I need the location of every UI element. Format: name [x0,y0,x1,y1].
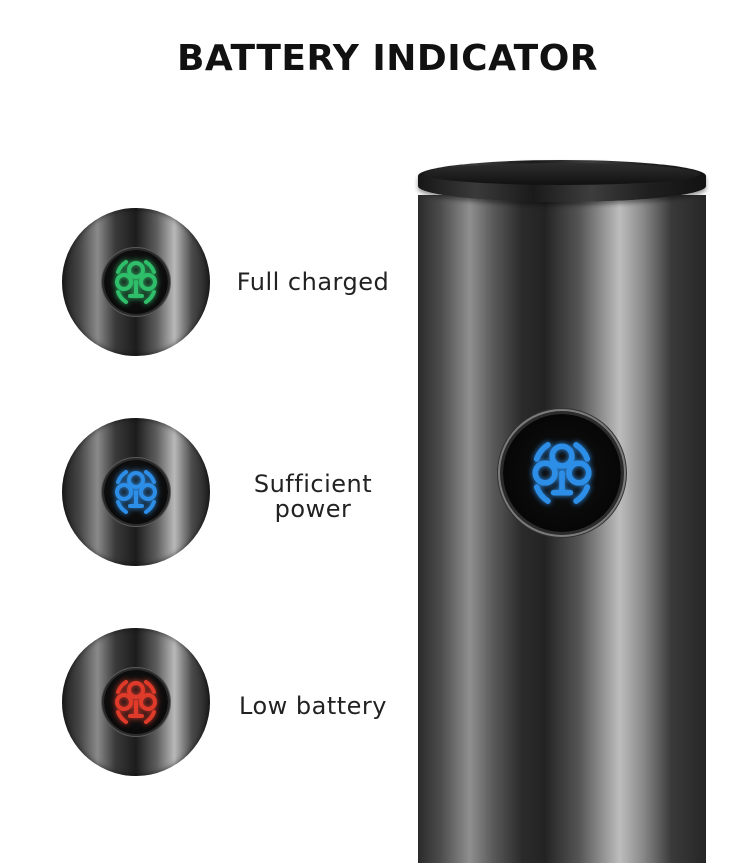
indicator-full-charged [62,208,210,356]
clover-icon [532,442,592,504]
indicator-low-battery [62,628,210,776]
indicator-label-full: Full charged [228,270,398,295]
indicator-sufficient-power [62,418,210,566]
clover-icon [115,680,157,724]
label-line: Low battery [239,692,387,720]
label-line: power [274,495,352,523]
device-power-button[interactable] [503,414,621,532]
indicator-label-sufficient: Sufficient power [228,472,398,522]
clover-icon [115,260,157,304]
page-title: BATTERY INDICATOR [176,38,599,79]
label-line: Full charged [236,268,390,296]
device-cap-top [424,163,700,185]
label-line: Sufficient [253,470,373,498]
clover-icon [115,470,157,514]
indicator-label-low: Low battery [228,694,398,719]
indicator-lens [104,460,168,524]
indicator-lens [104,250,168,314]
indicator-lens [104,670,168,734]
